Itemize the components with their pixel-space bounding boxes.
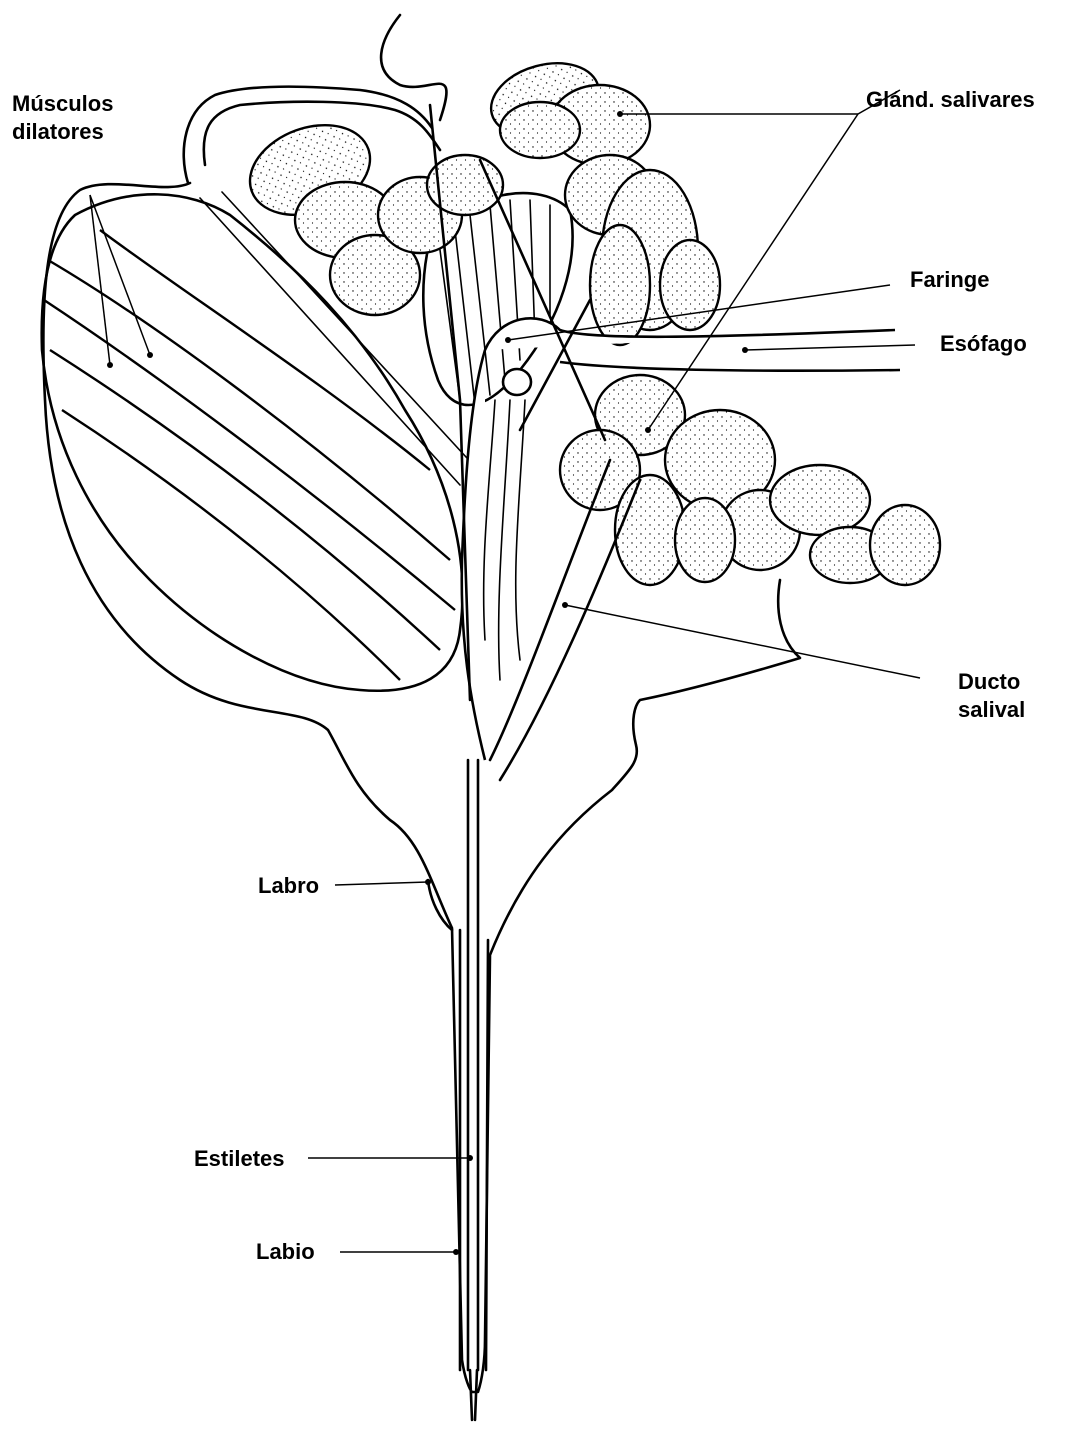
label-labro: Labro <box>258 872 319 900</box>
salivary-duct-tube <box>381 15 446 120</box>
label-labio: Labio <box>256 1238 315 1266</box>
label-glandulas-salivares: Glánd. salivares <box>866 86 1035 114</box>
label-faringe: Faringe <box>910 266 989 294</box>
label-esofago: Esófago <box>940 330 1027 358</box>
label-ducto-salival: Ducto salival <box>958 668 1025 724</box>
label-musculos-line1: Músculos <box>12 90 113 118</box>
label-musculos-dilatores: Músculos dilatores <box>12 90 113 146</box>
label-ducto-line2: salival <box>958 696 1025 724</box>
leader-lines <box>90 90 920 1252</box>
label-estiletes: Estiletes <box>194 1145 285 1173</box>
salivary-gland-lower <box>560 375 940 585</box>
pharynx-opening <box>503 369 531 395</box>
salivary-gland-upper <box>237 52 720 345</box>
stylet-bundle <box>460 760 488 1370</box>
label-ducto-line1: Ducto <box>958 668 1025 696</box>
stylet-tip <box>470 1370 477 1420</box>
pharynx-muscle <box>484 400 525 680</box>
label-musculos-line2: dilatores <box>12 118 113 146</box>
